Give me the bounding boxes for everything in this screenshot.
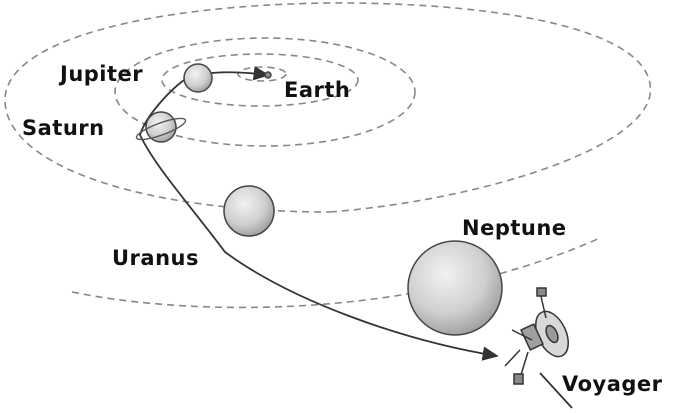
voyager-spacecraft-icon: [505, 288, 575, 384]
trajectory: [140, 72, 572, 408]
earth-planet: [265, 72, 271, 78]
jupiter-planet: [184, 64, 212, 92]
uranus-planet: [224, 186, 274, 236]
voyager-label: Voyager: [562, 374, 663, 395]
uranus-orbit: [5, 3, 650, 212]
orbits: [5, 3, 650, 307]
neptune-planet: [408, 241, 502, 335]
saturn-label: Saturn: [22, 118, 105, 139]
earth-label: Earth: [284, 80, 350, 101]
uranus-label: Uranus: [112, 248, 199, 269]
neptune-label: Neptune: [462, 218, 567, 239]
jupiter-label: Jupiter: [60, 64, 143, 85]
earth-to-jupiter-path: [203, 72, 268, 75]
planets: [135, 64, 502, 335]
